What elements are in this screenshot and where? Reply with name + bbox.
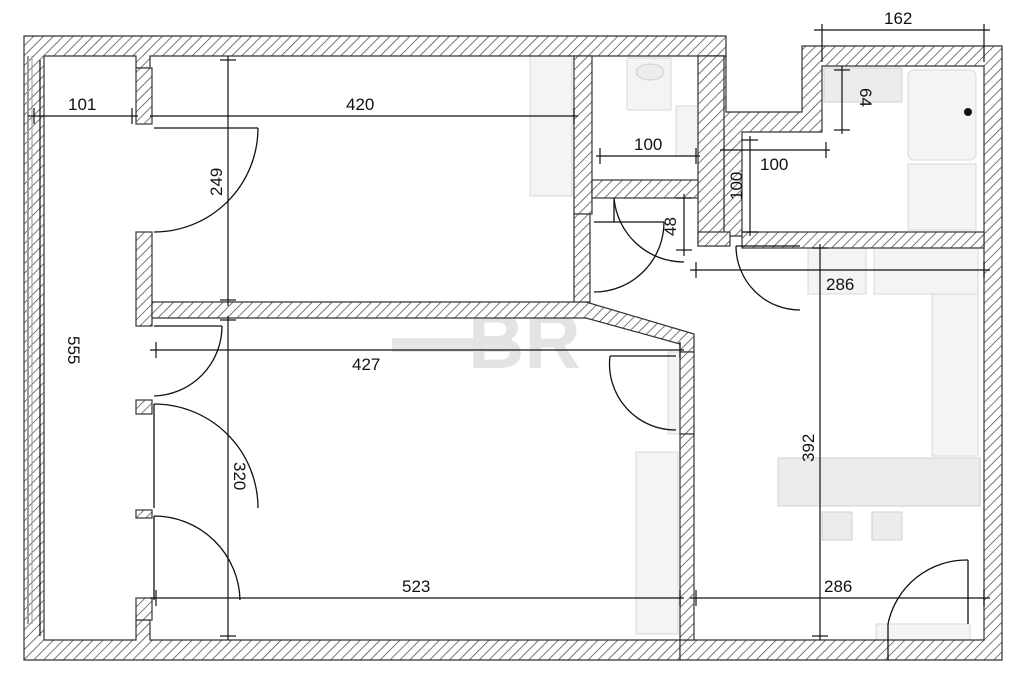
wall-left-a [135,67,153,125]
dim-286-bottom: 286 [824,577,852,596]
furniture [529,55,981,661]
wall-bedroom2-right-b [679,433,695,641]
dim-48: 48 [661,217,680,236]
balcony-window [27,56,33,624]
wall-left-c [135,399,153,415]
door-arc-bedroom1 [153,127,259,233]
dining-table [777,457,981,507]
door-arc-entrance [887,559,969,625]
dim-392: 392 [799,434,818,462]
dim-64: 64 [856,88,875,107]
door-arc-bedroom2 [153,403,259,509]
washing-machine [823,67,903,103]
dim-427: 427 [352,355,380,374]
chair-1 [821,511,853,541]
dim-286-top: 286 [826,275,854,294]
dim-320: 320 [230,462,249,490]
dimension-labels: 162 101 420 64 100 100 100 249 48 286 55… [64,9,912,596]
kitchen-counter-top [873,247,979,295]
bathtub-drain [964,108,972,116]
wall-wc-right [697,55,725,247]
wall-left-e [135,597,153,621]
dim-162: 162 [884,9,912,28]
dim-100-wc: 100 [634,135,662,154]
door-arc-hall-1 [593,221,665,293]
kitchen-counter-side [931,293,979,457]
outer-wall-left [23,35,727,661]
dimension-lines [28,24,990,640]
walls [23,35,1003,661]
wall-bedroom1-hall [573,213,591,303]
door-arc-wc [613,197,685,263]
door-arc-balcony [153,515,241,601]
wall-left-d [135,509,153,519]
dim-420: 420 [346,95,374,114]
dim-101: 101 [68,95,96,114]
chair-2 [871,511,903,541]
door-arc-closet-1 [153,325,223,397]
door-arc-bedroom2-hall [608,355,677,431]
wall-wc-bottom [591,179,703,199]
dim-100-vertical: 100 [727,172,746,200]
wardrobe-bedroom-2 [635,451,679,635]
cabinet-bath [907,163,977,231]
wall-bedroom2-right-a [679,351,695,435]
toilet-tank [635,63,665,81]
bathtub [907,69,977,161]
wall-bath-bottom-left [697,231,731,247]
dim-100-hall: 100 [760,155,788,174]
wardrobe-bedroom-1 [529,55,573,197]
dim-249: 249 [207,168,226,196]
dim-523: 523 [402,577,430,596]
sink-wc [675,105,699,157]
door-arc-bath [735,245,801,311]
wall-bath-bottom [741,231,985,249]
wall-left-b [135,231,153,327]
dim-555: 555 [64,336,83,364]
wall-bedroom1-wc [573,55,593,215]
